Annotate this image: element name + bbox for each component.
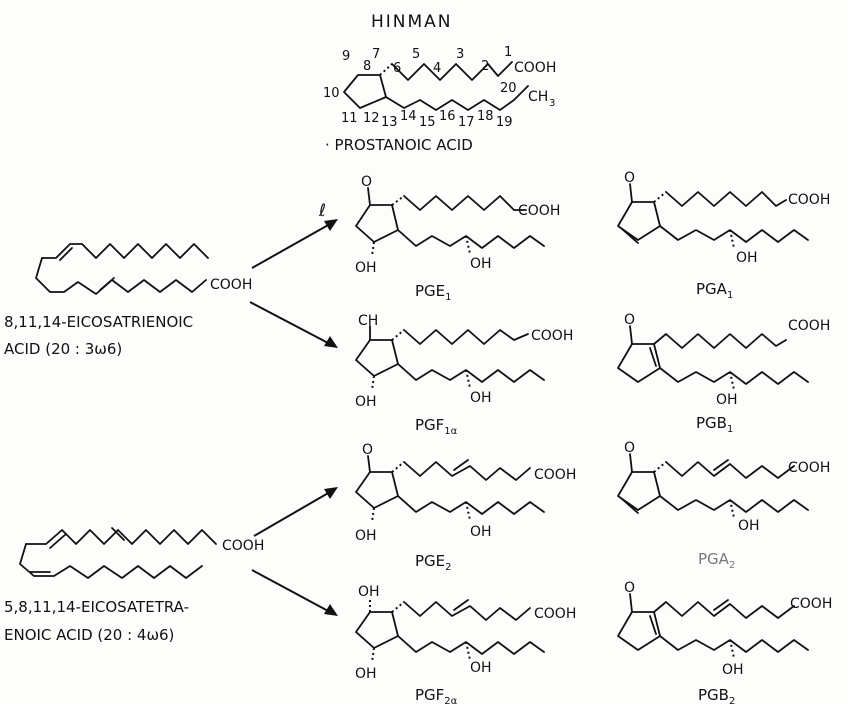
carbon-number: 19 [496,115,513,130]
pgf2a-structure: OH COOH OH OH PGF2α [355,584,576,704]
core-cooh: COOH [514,60,556,76]
carbon-number: 13 [381,115,398,130]
pgf1a-cooh: COOH [531,328,573,344]
pgf2a-chain-oh: OH [470,660,492,676]
pgf1a-label: PGF1α [415,416,458,437]
precursor1-cooh: COOH [210,277,252,293]
pga2-structure: O COOH OH PGA2 [617,440,830,571]
carbon-number: 5 [412,47,420,62]
carbon-number: 11 [341,111,358,126]
carbon-number: 17 [458,115,475,130]
pge2-oxo: O [362,442,373,458]
carbon-number: 20 [500,81,517,96]
reaction-arrows: ℓ [249,201,338,616]
carbon-number: 12 [363,111,380,126]
pga2-chain-oh: OH [738,518,760,534]
author-title: HINMAN [371,12,453,32]
eicosatetraenoic-acid-structure: COOH 5,8,11,14-EICOSATETRA- ENOIC ACID (… [4,527,264,644]
pge1-oxo: O [361,174,372,190]
pga1-structure: O COOH OH PGA1 [617,170,830,301]
pgb1-oxo: O [624,312,635,328]
pgb2-oxo: O [624,580,635,596]
pgf1a-ring-oh: OH [355,394,377,410]
pgf1a-structure: CH COOH OH OH PGF1α [355,313,573,437]
annotation-mark: ℓ [318,201,326,221]
carbon-number: 9 [342,49,350,64]
carbon-number: 14 [400,109,417,124]
precursor2-name-line2: ENOIC ACID (20 : 4ω6) [4,626,174,644]
precursor2-cooh: COOH [222,538,264,554]
carbon-number: 15 [419,115,436,130]
precursor1-name-line2: ACID (20 : 3ω6) [4,340,122,358]
pga2-oxo: O [624,440,635,456]
eicosatrienoic-acid-structure: COOH 8,11,14-EICOSATRIENOIC ACID (20 : 3… [4,243,252,358]
pgf1a-chain-oh: OH [470,390,492,406]
pgb2-cooh: COOH [790,596,832,612]
prostanoic-acid-structure: COOH CH 3 1 2 3 4 5 6 7 8 9 10 11 12 13 … [323,45,556,154]
core-ch3-sub: 3 [549,98,555,109]
pgf1a-top-group: CH [358,313,378,329]
arrow-to-pgf1a [249,301,331,345]
arrow-to-pge2 [253,491,331,537]
pgf2a-cooh: COOH [534,606,576,622]
pgf2a-ring-oh: OH [355,666,377,682]
prostanoic-acid-label: · PROSTANOIC ACID [325,136,473,154]
carbon-number: 6 [393,61,401,76]
pge2-structure: O COOH OH OH PGE2 [355,442,576,573]
carbon-number: 8 [363,59,371,74]
precursor2-name-line1: 5,8,11,14-EICOSATETRA- [4,598,189,616]
pga1-chain-oh: OH [736,250,758,266]
pgb1-structure: O COOH OH PGB1 [617,312,830,435]
pga2-cooh: COOH [788,460,830,476]
pgb2-structure: O COOH OH PGB2 [617,580,832,704]
pgf2a-label: PGF2α [415,686,458,704]
pga1-label: PGA1 [696,280,733,301]
pga1-oxo: O [624,170,635,186]
pgf2a-top-oh: OH [358,584,380,600]
pgb2-chain-oh: OH [722,662,744,678]
carbon-number: 2 [481,59,489,74]
carbon-number: 18 [477,109,494,124]
carbon-number: 16 [439,109,456,124]
pge1-label: PGE1 [415,282,452,303]
pge1-cooh: COOH [518,203,560,219]
pge2-chain-oh: OH [470,524,492,540]
pgb1-label: PGB1 [696,414,733,435]
pgb2-label: PGB2 [698,686,735,704]
core-ch3: CH [528,89,548,105]
pge1-structure: O COOH OH OH PGE1 [355,174,560,303]
pge1-ring-oh: OH [355,260,377,276]
pge2-cooh: COOH [534,467,576,483]
pge1-chain-oh: OH [470,256,492,272]
pga1-cooh: COOH [788,192,830,208]
precursor1-name-line1: 8,11,14-EICOSATRIENOIC [4,313,193,331]
carbon-number: 4 [433,61,441,76]
pge2-ring-oh: OH [355,528,377,544]
pgb1-chain-oh: OH [716,392,738,408]
pga2-label: PGA2 [698,550,735,571]
carbon-number: 3 [456,47,464,62]
arrow-to-pgf2a [251,569,331,613]
arrow-to-pge1 [251,223,331,269]
carbon-number: 1 [504,45,512,60]
pge2-label: PGE2 [415,552,452,573]
pgb1-cooh: COOH [788,318,830,334]
carbon-number: 10 [323,86,340,101]
carbon-number: 7 [372,47,380,62]
